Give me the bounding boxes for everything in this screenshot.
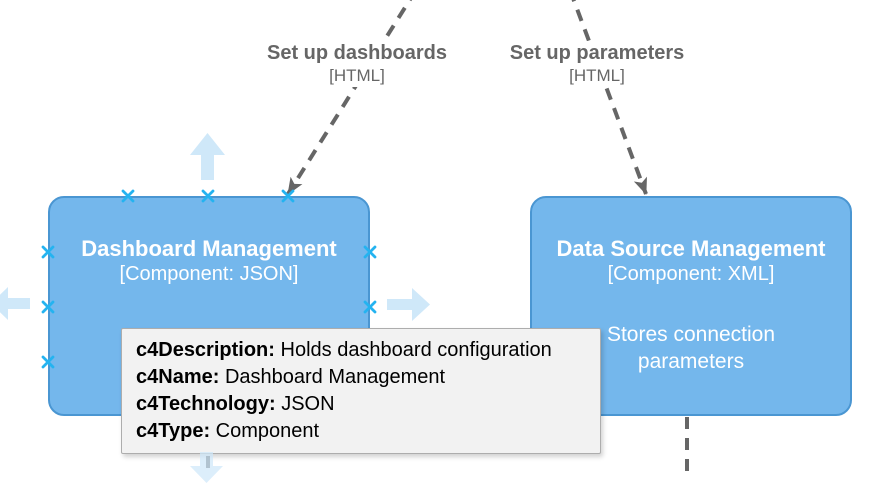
edge-label-set-up-parameters[interactable]: Set up parameters [HTML] [503,41,691,87]
tooltip-key: c4Technology: [136,393,276,415]
hover-arrow-left-icon[interactable] [0,287,30,320]
connection-point-icon[interactable] [363,300,377,314]
connection-point-icon[interactable] [201,189,215,203]
component-technology: [Component: JSON] [119,263,299,285]
edge-set-up-parameters[interactable] [570,0,648,195]
component-name: Data Source Management [556,236,826,261]
connection-point-icon[interactable] [41,300,55,314]
edge-label-text: Set up dashboards [266,42,448,64]
hover-arrow-right-icon[interactable] [387,288,430,321]
tooltip-row: c4Type: Component [136,418,586,445]
connection-points [41,189,377,369]
tooltip-row: c4Name: Dashboard Management [136,364,586,391]
edge-set-up-dashboards[interactable] [286,0,416,196]
metadata-tooltip: c4Description: Holds dashboard configura… [121,328,601,454]
hover-arrow-up-icon[interactable] [190,133,225,180]
connection-point-icon[interactable] [41,245,55,259]
component-description: Stores connection parameters [606,323,776,373]
component-technology: [Component: XML] [607,263,775,285]
connection-point-icon[interactable] [121,189,135,203]
tooltip-key: c4Description: [136,339,275,361]
tooltip-value: Holds dashboard configuration [280,339,552,361]
tooltip-key: c4Name: [136,366,220,388]
tooltip-value: Dashboard Management [224,366,446,388]
edge-label-technology: [HTML] [329,66,385,85]
edge-label-set-up-dashboards[interactable]: Set up dashboards [HTML] [260,41,454,87]
hover-arrow-down-icon[interactable] [190,452,223,483]
connection-point-icon[interactable] [363,245,377,259]
tooltip-row: c4Technology: JSON [136,391,586,418]
edge-label-text: Set up parameters [509,42,685,64]
tooltip-value: JSON [281,393,335,415]
component-name: Dashboard Management [81,236,337,261]
edge-label-technology: [HTML] [569,66,625,85]
tooltip-value: Component [215,420,320,442]
tooltip-row: c4Description: Holds dashboard configura… [136,337,586,364]
connection-point-icon[interactable] [41,355,55,369]
tooltip-key: c4Type: [136,420,211,442]
